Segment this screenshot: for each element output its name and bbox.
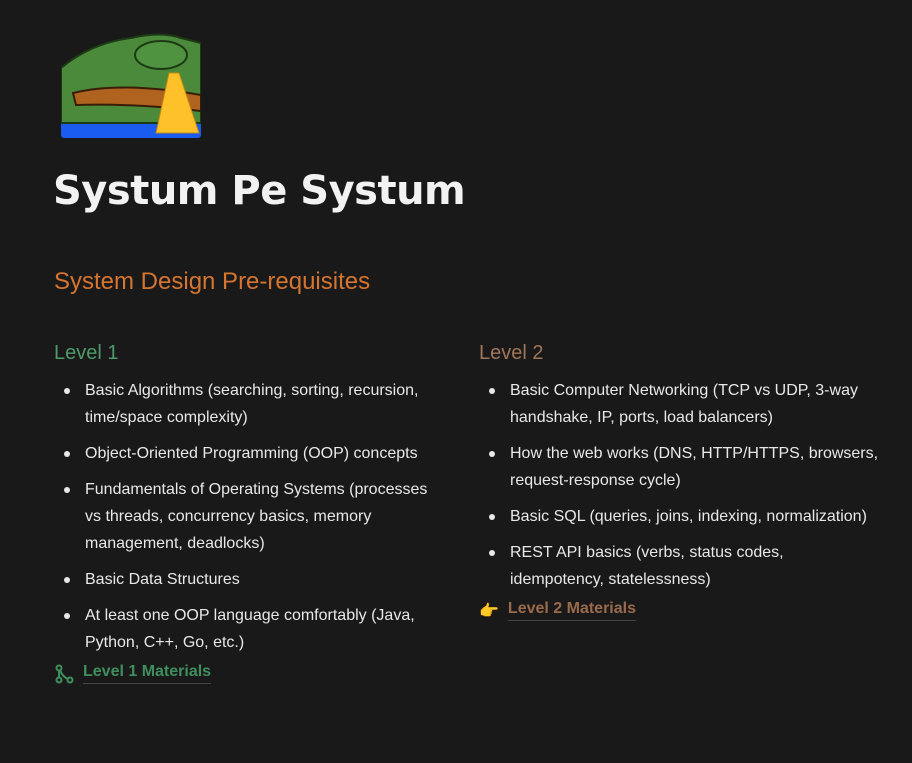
level-2-heading: Level 2 bbox=[479, 342, 544, 364]
level-1-list: Basic Algorithms (searching, sorting, re… bbox=[54, 377, 434, 656]
level-2-list: Basic Computer Networking (TCP vs UDP, 3… bbox=[479, 377, 879, 593]
level-1-heading: Level 1 bbox=[54, 342, 119, 364]
level-1-materials-label[interactable]: Level 1 Materials bbox=[83, 663, 212, 684]
list-item: At least one OOP language comfortably (J… bbox=[64, 602, 434, 656]
level-2-materials-label[interactable]: Level 2 Materials bbox=[507, 600, 636, 621]
pointing-hand-icon: 👉 bbox=[479, 602, 499, 620]
list-item: Basic SQL (queries, joins, indexing, nor… bbox=[489, 503, 879, 530]
list-item: Basic Algorithms (searching, sorting, re… bbox=[64, 377, 434, 431]
list-item: Basic Computer Networking (TCP vs UDP, 3… bbox=[489, 377, 879, 431]
list-item: Fundamentals of Operating Systems (proce… bbox=[64, 476, 434, 557]
section-heading: System Design Pre-requisites bbox=[54, 268, 371, 295]
git-branch-icon bbox=[55, 664, 74, 683]
level-2-column: Level 2 Basic Computer Networking (TCP v… bbox=[479, 342, 879, 621]
list-item: Basic Data Structures bbox=[64, 566, 434, 593]
level-1-materials-link[interactable]: Level 1 Materials bbox=[54, 663, 434, 684]
list-item: Object-Oriented Programming (OOP) concep… bbox=[64, 440, 434, 467]
level-2-materials-link[interactable]: 👉 Level 2 Materials bbox=[479, 600, 879, 621]
page-title: Systum Pe Systum bbox=[53, 168, 466, 214]
list-item: REST API basics (verbs, status codes, id… bbox=[489, 539, 879, 593]
page-icon-pepe bbox=[61, 33, 201, 138]
list-item: How the web works (DNS, HTTP/HTTPS, brow… bbox=[489, 440, 879, 494]
level-1-column: Level 1 Basic Algorithms (searching, sor… bbox=[54, 342, 434, 684]
